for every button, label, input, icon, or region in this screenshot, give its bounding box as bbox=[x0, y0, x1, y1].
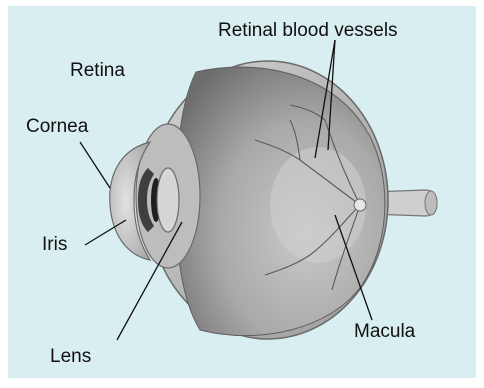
label-cornea: Cornea bbox=[26, 116, 89, 137]
label-iris: Iris bbox=[42, 234, 67, 255]
label-retina: Retina bbox=[70, 60, 125, 81]
eye-diagram: Retinal blood vessels Retina Cornea Iris… bbox=[8, 6, 476, 378]
label-macula: Macula bbox=[354, 321, 416, 342]
label-lens: Lens bbox=[50, 346, 91, 367]
eye-illustration: Retinal blood vessels Retina Cornea Iris… bbox=[8, 6, 476, 378]
lens-shape bbox=[157, 168, 179, 232]
label-retinal-blood-vessels: Retinal blood vessels bbox=[218, 20, 398, 41]
